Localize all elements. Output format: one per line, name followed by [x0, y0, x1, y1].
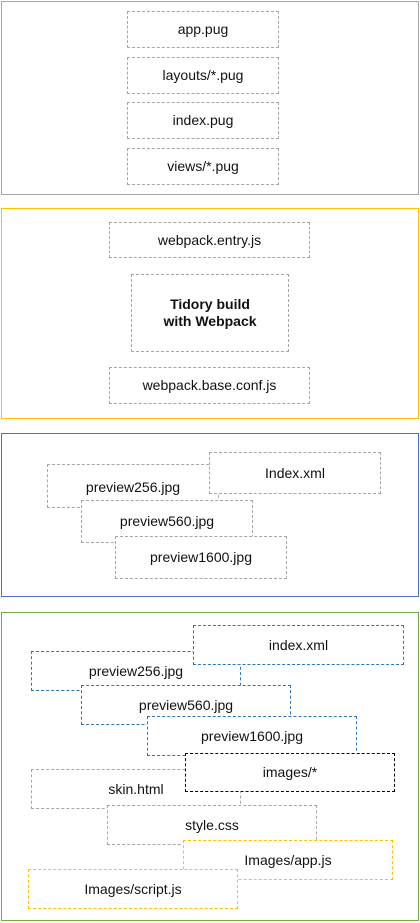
output-images-script-js-box: Images/script.js [28, 869, 238, 909]
preview1600-box: preview1600.jpg [115, 536, 287, 579]
app-pug-box: app.pug [127, 11, 279, 48]
output-style-css-box: style.css [107, 805, 317, 845]
index-pug-box: index.pug [127, 102, 279, 139]
tidory-build-box: Tidory build with Webpack [131, 274, 289, 352]
views-pug-box: views/*.pug [127, 148, 279, 185]
tidory-build-title-line2: with Webpack [163, 313, 257, 329]
tidory-build-title-line1: Tidory build [170, 296, 250, 312]
layouts-pug-box: layouts/*.pug [127, 57, 279, 94]
webpack-entry-box: webpack.entry.js [109, 222, 310, 258]
webpack-config-box: webpack.base.conf.js [109, 367, 310, 404]
index-xml-box: Index.xml [209, 452, 381, 494]
output-images-dir-box: images/* [185, 753, 395, 792]
output-index-xml-box: index.xml [193, 625, 404, 665]
output-preview1600-box: preview1600.jpg [147, 716, 357, 756]
